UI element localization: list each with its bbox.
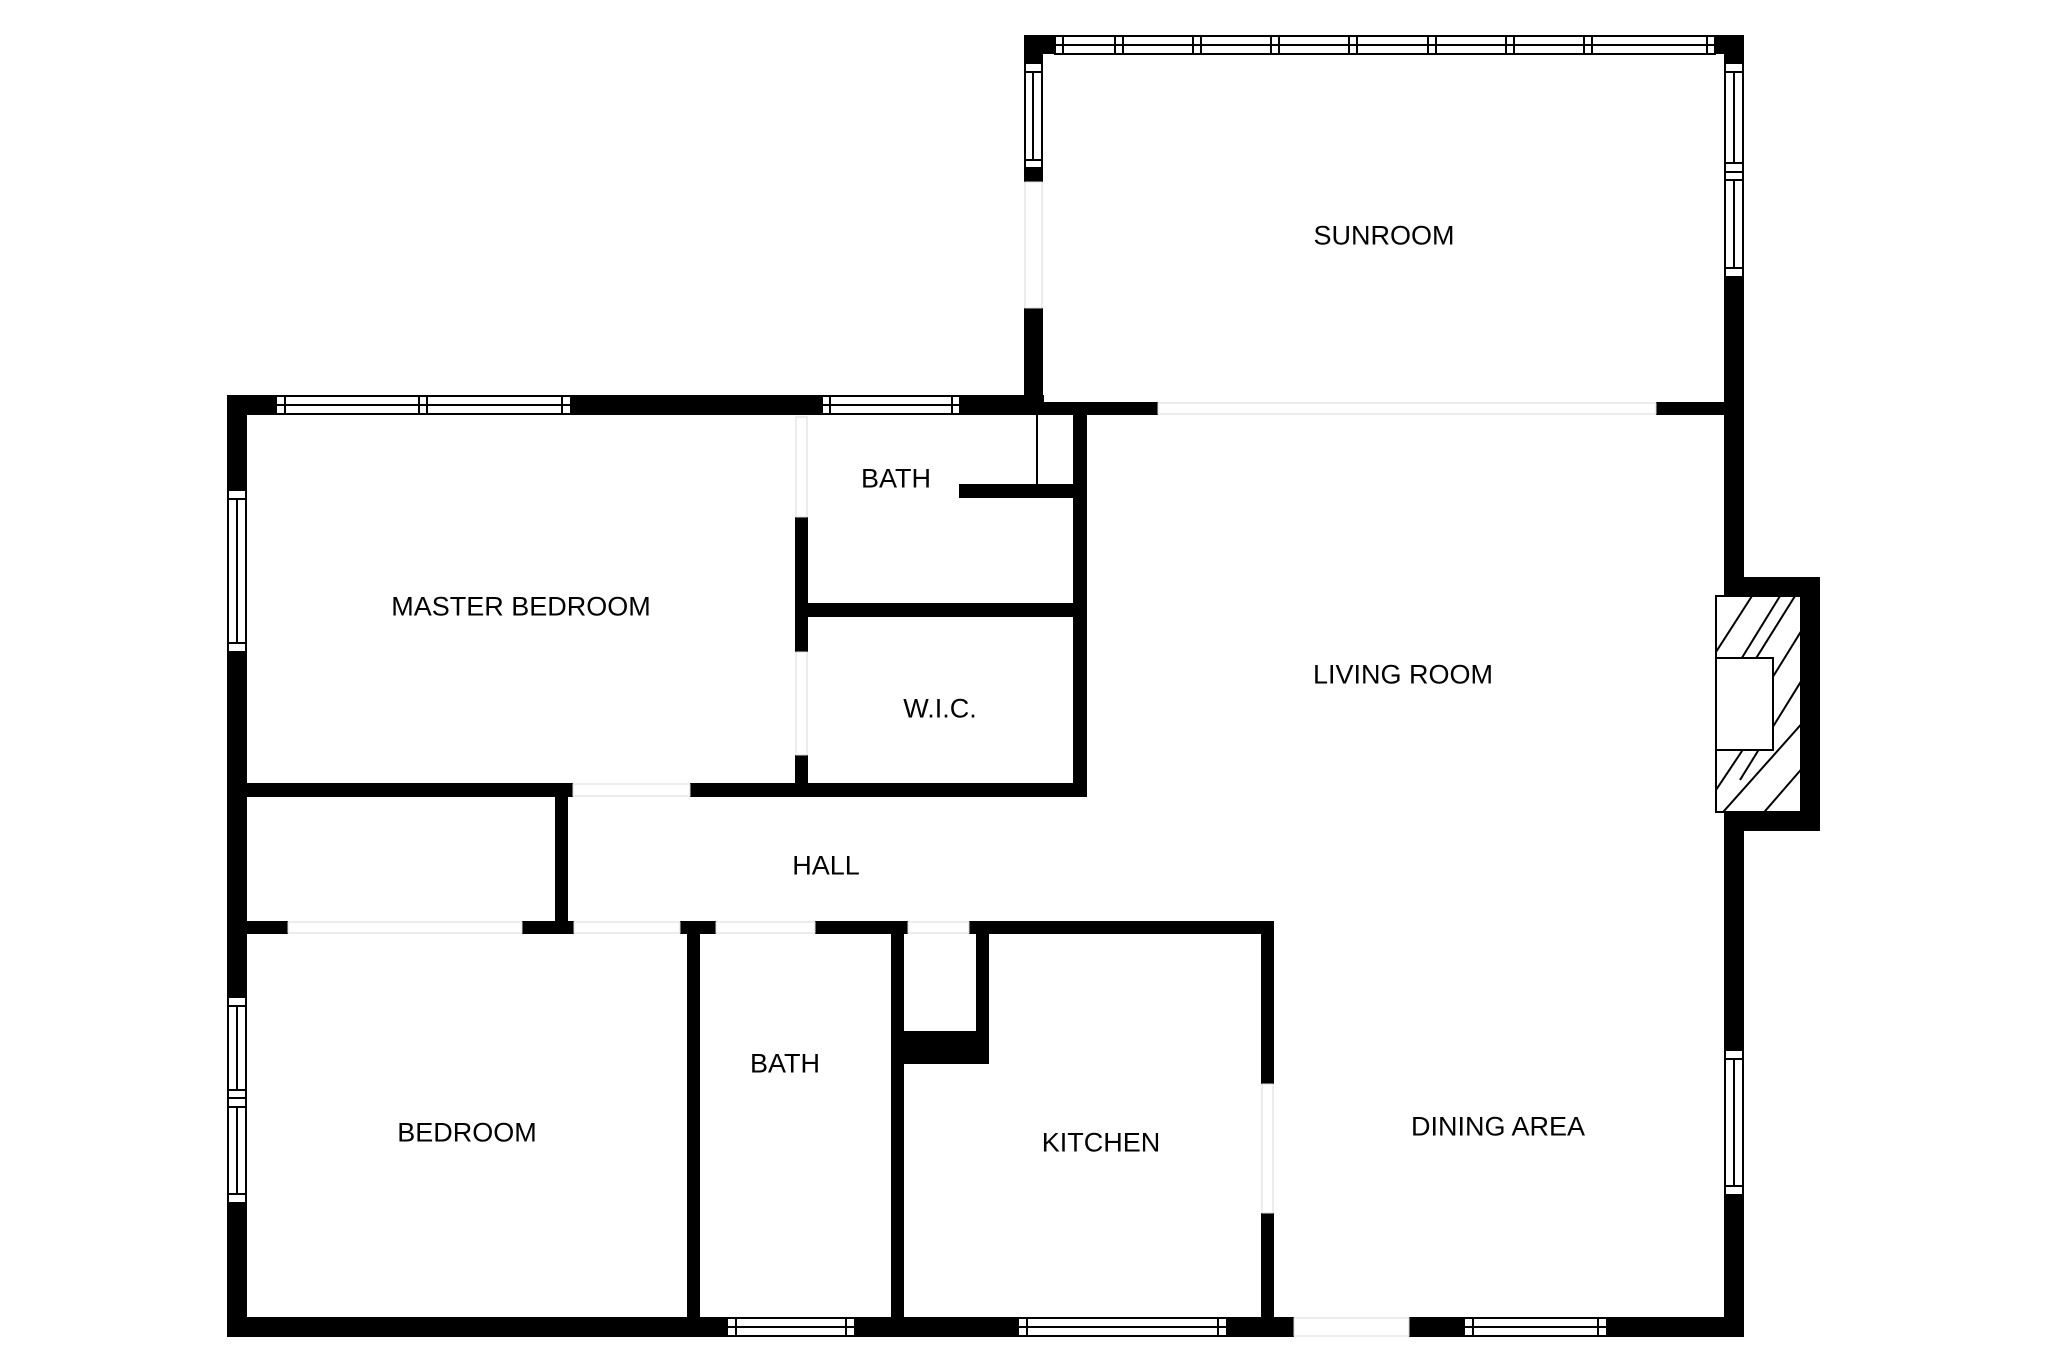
room-label-master-bath: BATH: [860, 463, 932, 494]
sunroom-walls: [1024, 35, 1744, 415]
room-label-hall: HALL: [792, 850, 860, 881]
sunroom-side-opening: [1024, 181, 1043, 309]
master-bath-door: [795, 416, 808, 518]
room-label-kitchen: KITCHEN: [1041, 1127, 1161, 1158]
wic-door: [795, 651, 808, 756]
pantry-door: [907, 921, 970, 934]
sunroom-living-opening: [1157, 402, 1657, 415]
room-label-bath: BATH: [749, 1048, 821, 1079]
dining-right-window: [1724, 1049, 1744, 1196]
sunroom-top-windows: [1054, 35, 1716, 55]
bath-bottom-window: [726, 1317, 856, 1337]
sunroom-right-window: [1724, 62, 1744, 278]
hall-walls: [227, 783, 1274, 934]
kitchen-bottom-window: [1017, 1317, 1228, 1337]
master-suite-walls: [227, 415, 1087, 797]
master-bedroom-left-window: [227, 489, 247, 653]
linen-closet-door: [287, 921, 523, 934]
outer-walls: [227, 395, 1820, 1337]
kitchen-dining-opening: [1261, 1083, 1274, 1214]
room-label-dining-area: DINING AREA: [1410, 1111, 1586, 1142]
room-label-master-bedroom: MASTER BEDROOM: [391, 591, 651, 622]
sunroom-left-window: [1024, 62, 1043, 169]
bedroom-door: [573, 921, 681, 934]
bath-door: [715, 921, 816, 934]
master-bedroom-door: [572, 783, 691, 797]
room-label-bedroom: BEDROOM: [397, 1117, 537, 1148]
master-bath-window: [821, 395, 961, 415]
room-label-living-room: LIVING ROOM: [1312, 659, 1494, 690]
bedroom-left-window: [227, 996, 247, 1204]
dining-bottom-window: [1463, 1317, 1608, 1337]
dining-exterior-door: [1293, 1317, 1410, 1337]
fireplace: [1715, 595, 1802, 813]
room-label-sunroom: SUNROOM: [1313, 220, 1455, 251]
room-label-wic: W.I.C.: [903, 693, 977, 724]
lower-room-walls: [687, 921, 1274, 1317]
master-bedroom-top-window: [275, 395, 572, 415]
